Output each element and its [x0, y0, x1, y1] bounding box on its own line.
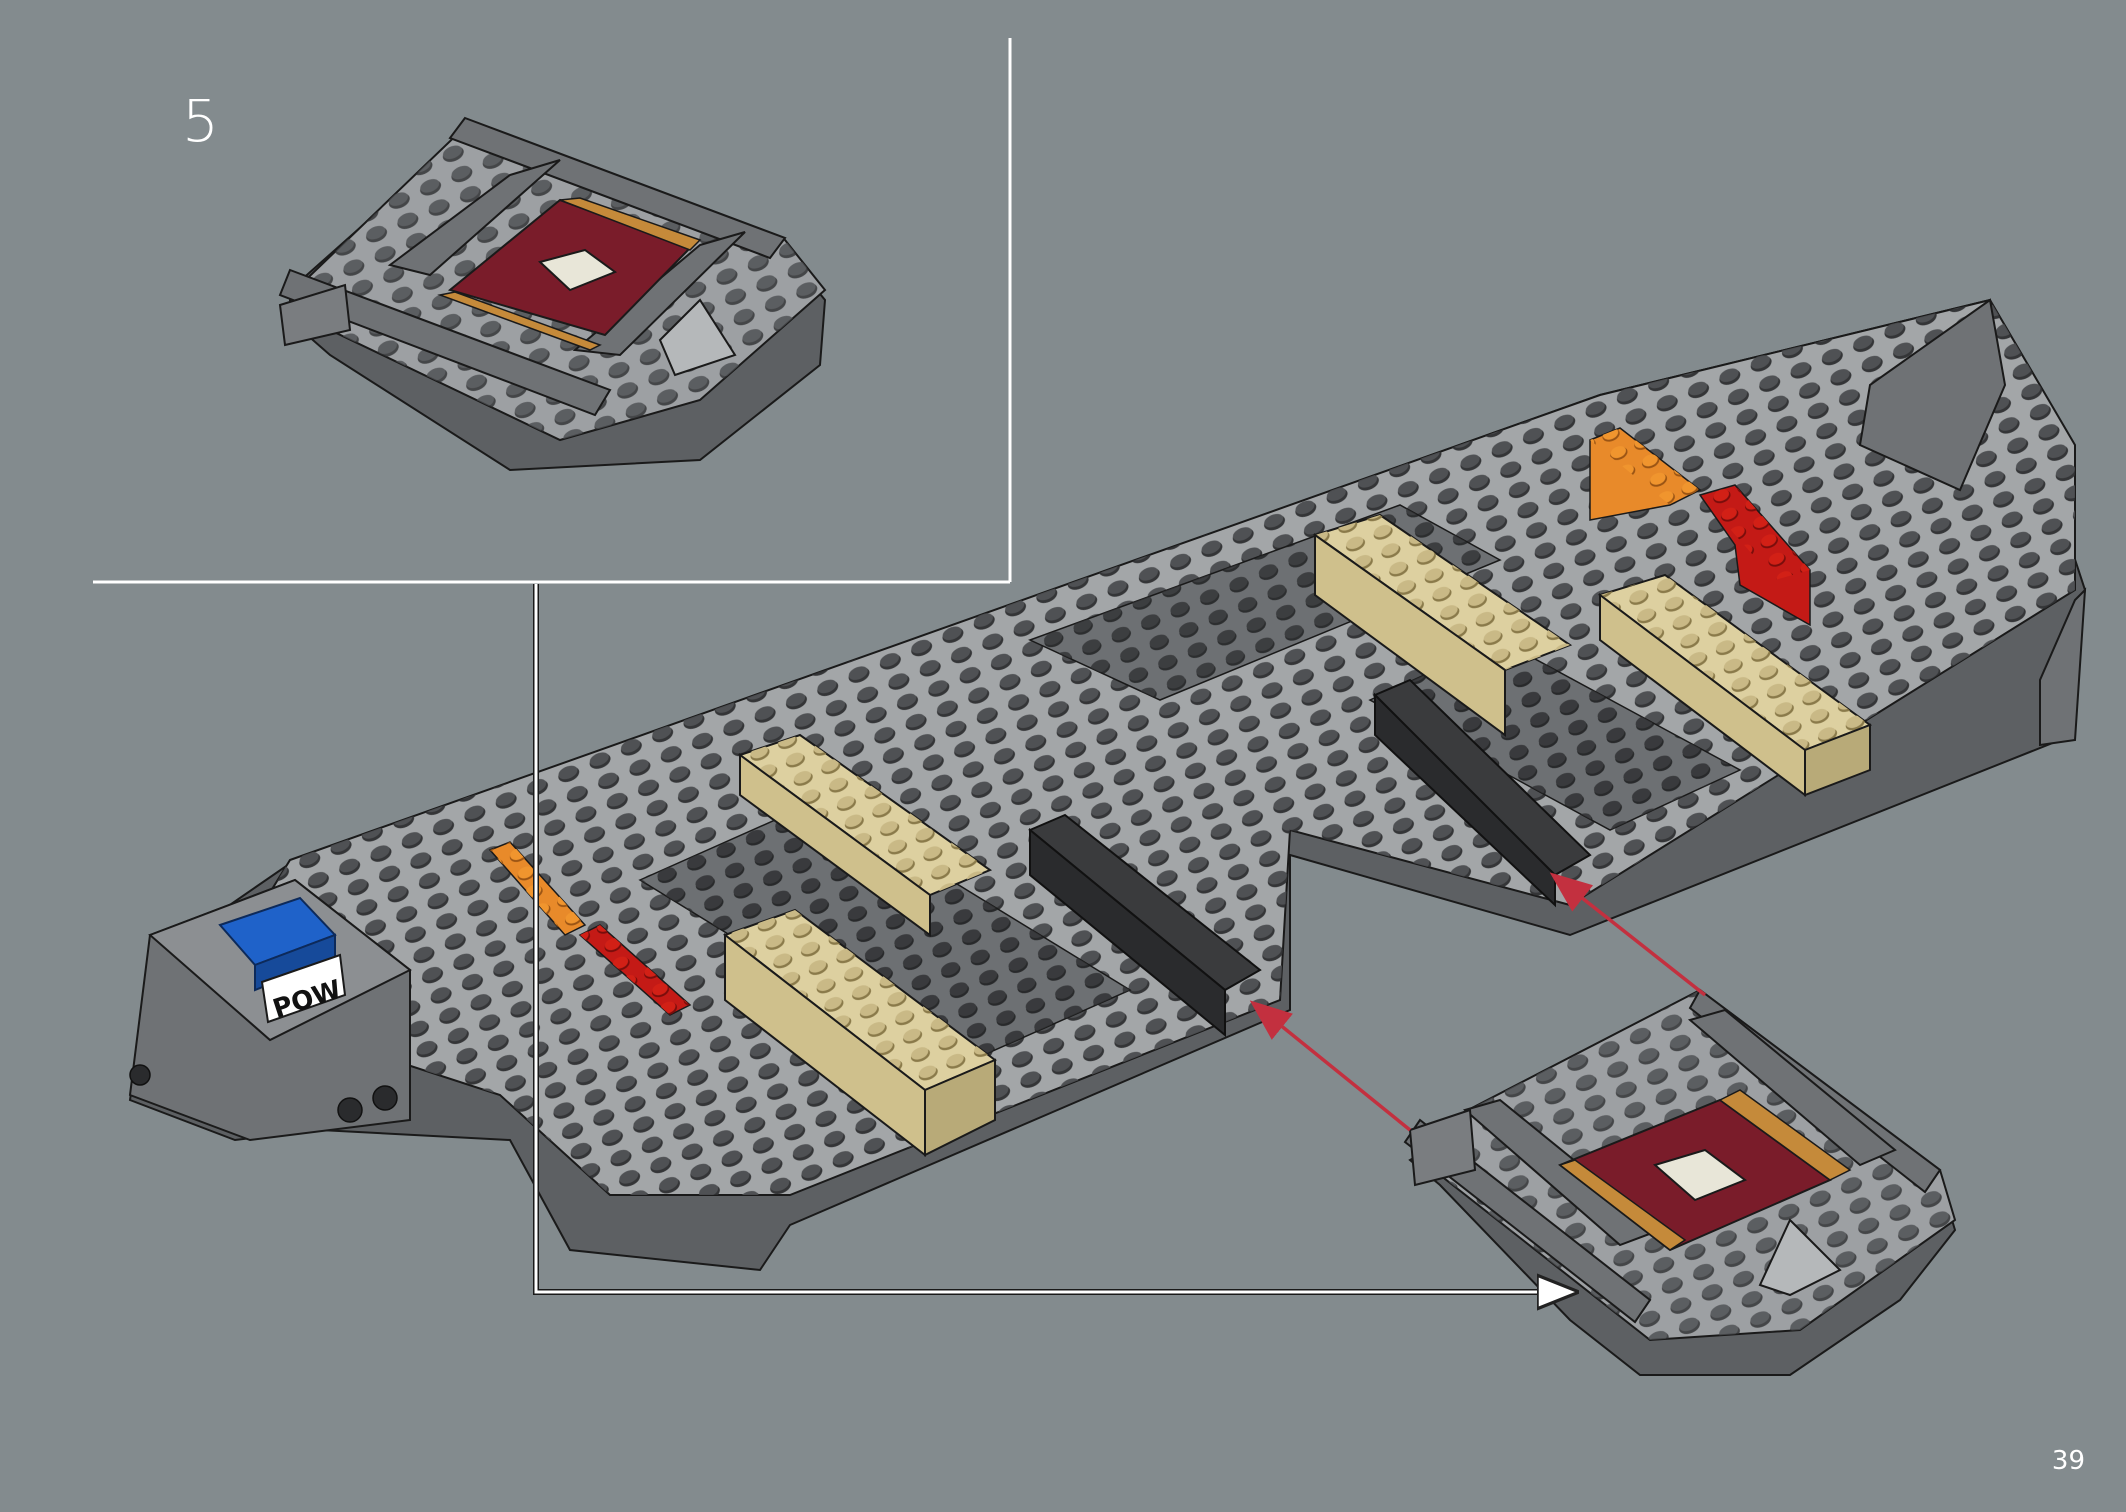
- callout-frame: [93, 38, 1012, 584]
- dark-beam-left: [1028, 813, 1262, 1038]
- tan-brick-1: [737, 733, 993, 937]
- cockpit-assembly: POW: [128, 878, 412, 1142]
- orange-block-right: [1589, 427, 1702, 521]
- callout-subassembly: [278, 116, 827, 472]
- main-baseplate-assembly: POW: [128, 298, 2087, 1272]
- attach-arrow-icon: [1249, 872, 1707, 1132]
- assembly-arrow-icon: [533, 584, 1575, 1292]
- placed-subassembly: [1403, 988, 1957, 1376]
- page-number: 39: [2051, 1446, 2085, 1476]
- red-block-right: [1698, 484, 1811, 627]
- step-number: 5: [182, 87, 219, 155]
- red-strip-left: [578, 924, 692, 1016]
- tan-brick-2: [722, 908, 997, 1158]
- right-end-cap: [1858, 298, 2087, 747]
- tan-brick-4: [1597, 573, 1873, 798]
- tan-brick-3: [1312, 513, 1573, 737]
